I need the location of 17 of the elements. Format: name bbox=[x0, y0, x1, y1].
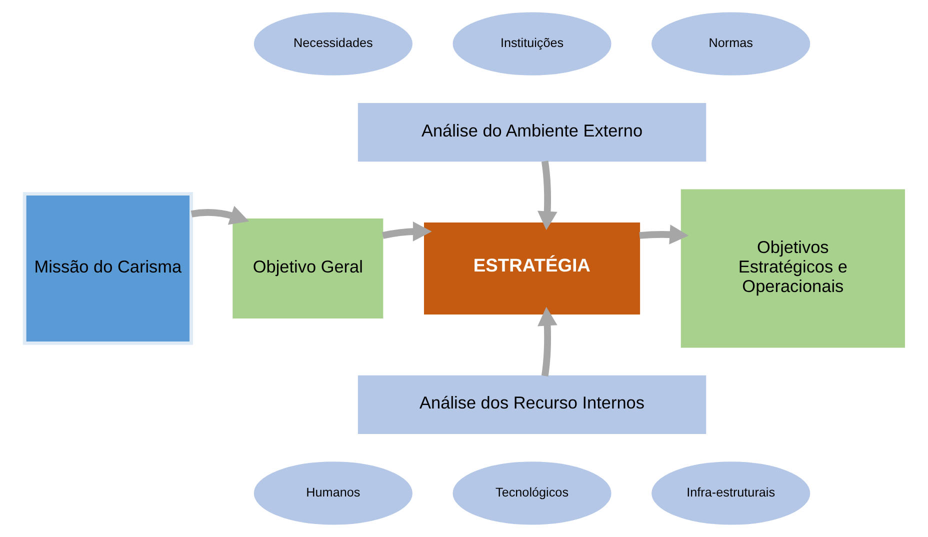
node-box: Análise do Ambiente Externo bbox=[357, 103, 706, 162]
arrow bbox=[190, 206, 249, 225]
node-box: ESTRATÉGIA bbox=[423, 222, 640, 314]
node-ellipse: Humanos bbox=[253, 462, 412, 525]
node-ellipse: Instituições bbox=[452, 12, 611, 76]
arrow bbox=[537, 160, 557, 230]
node-box: Objetivos Estratégicos e Operacionais bbox=[680, 189, 904, 348]
node-ellipse: Tecnológicos bbox=[452, 462, 611, 525]
arrow bbox=[638, 224, 688, 244]
node-box: Objetivo Geral bbox=[232, 218, 383, 318]
node-box: Análise dos Recurso Internos bbox=[357, 375, 706, 434]
node-box: Missão do Carisma bbox=[22, 192, 192, 345]
node-ellipse: Infra-estruturais bbox=[651, 462, 810, 525]
node-ellipse: Necessidades bbox=[253, 12, 412, 76]
arrow bbox=[382, 222, 432, 242]
arrow bbox=[537, 306, 557, 376]
node-ellipse: Normas bbox=[651, 12, 810, 76]
